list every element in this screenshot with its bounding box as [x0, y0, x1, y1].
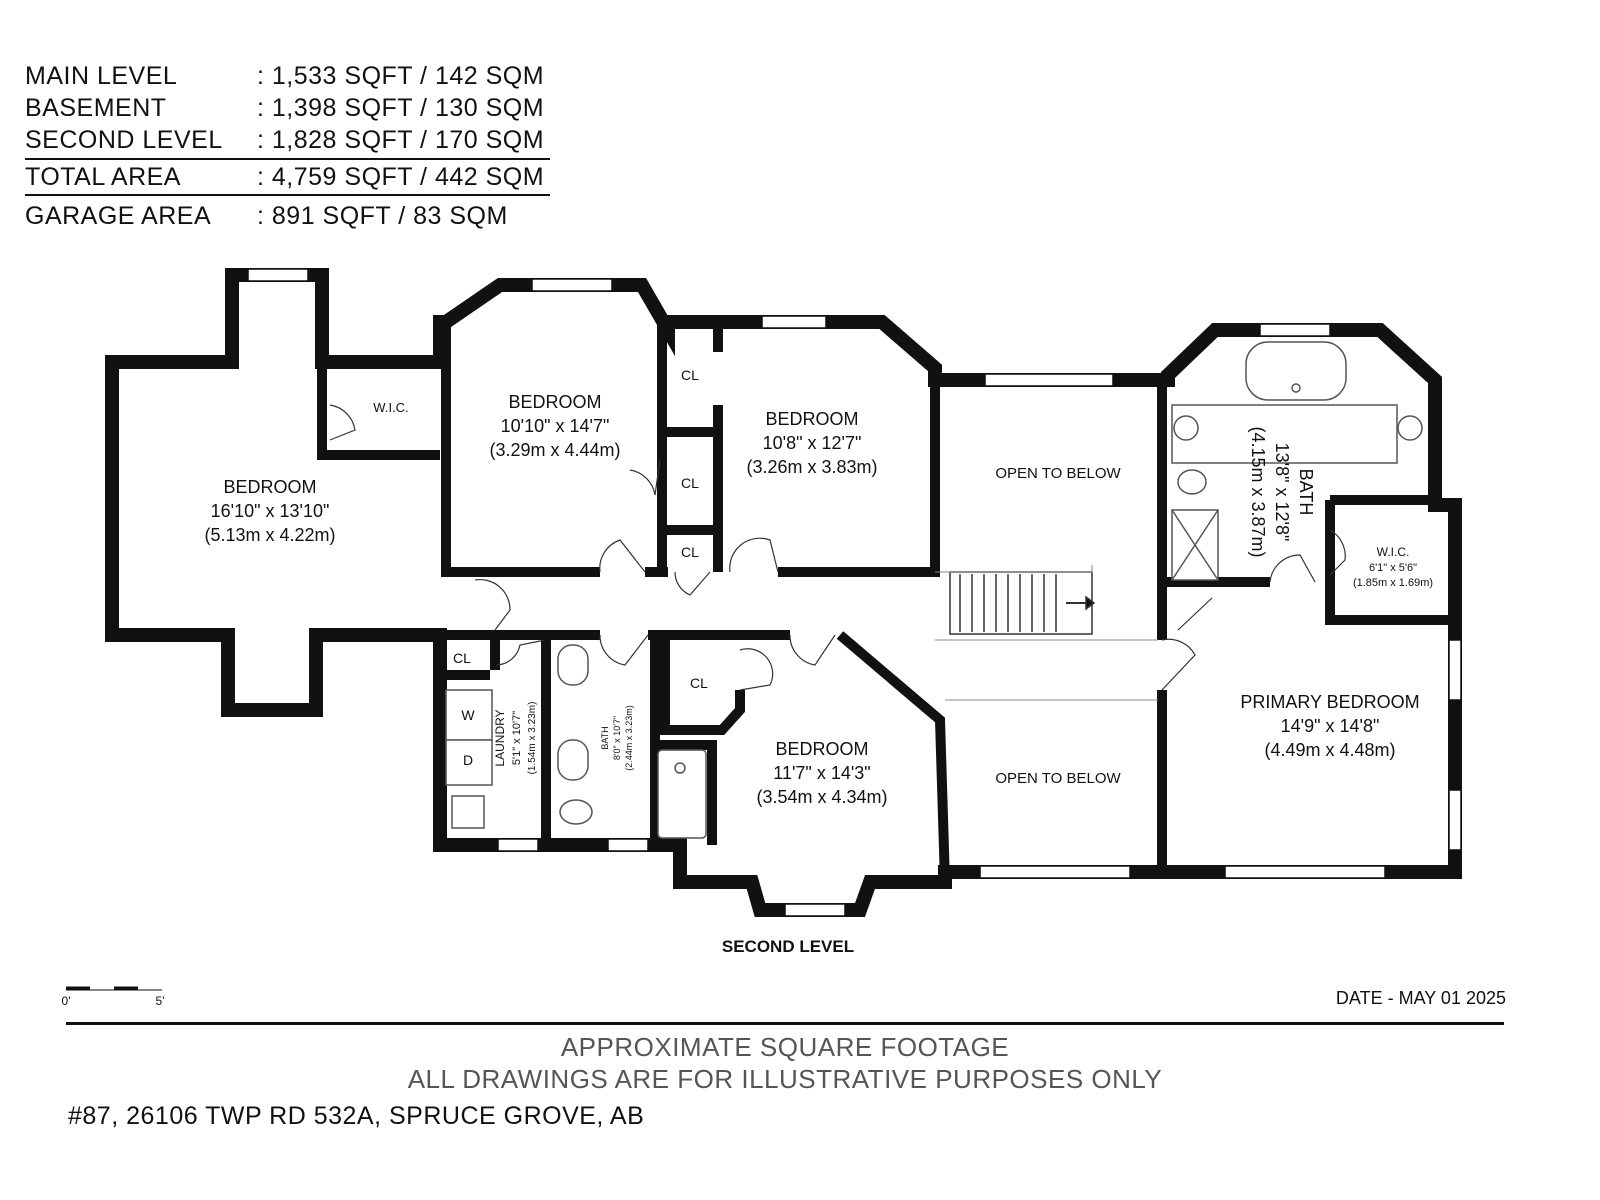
fixtures — [445, 341, 1423, 839]
wall-south-closet — [660, 635, 745, 735]
sink-icon — [1397, 415, 1423, 441]
room-name: W.I.C. — [373, 400, 408, 415]
room-dim-imperial: 5'1" x 10'7" — [511, 711, 523, 765]
area-value: : 1,533 SQFT / 142 SQM — [257, 61, 545, 90]
area-label: TOTAL AREA — [25, 162, 181, 191]
room-name: BATH — [1296, 469, 1316, 516]
room-name: PRIMARY BEDROOM — [1240, 692, 1419, 712]
wall-primary-suite — [1157, 380, 1455, 872]
area-row-total: TOTAL AREA : 4,759 SQFT / 442 SQM — [25, 158, 550, 196]
area-label: GARAGE AREA — [25, 201, 212, 230]
bathtub-icon — [657, 749, 707, 839]
scale-start-label: 0' — [62, 994, 71, 1008]
area-summary-table: MAIN LEVEL : 1,533 SQFT / 142 SQM BASEME… — [25, 60, 550, 232]
doors — [329, 404, 1346, 691]
room-name: BEDROOM — [765, 409, 858, 429]
room-dim-imperial: 10'10" x 14'7" — [501, 416, 610, 436]
closet-label: CL — [453, 650, 471, 666]
room-dim-metric: (3.29m x 4.44m) — [489, 440, 620, 460]
area-label: SECOND LEVEL — [25, 125, 223, 154]
plan-date: DATE - MAY 01 2025 — [1335, 988, 1506, 1008]
room-dim-metric: (5.13m x 4.22m) — [204, 525, 335, 545]
room-name: BATH — [600, 726, 610, 749]
room-dim-metric: (2.44m x 3.23m) — [624, 705, 634, 771]
wall-wic-west — [317, 362, 440, 460]
room-dim-imperial: 10'8" x 12'7" — [763, 433, 862, 453]
footer-divider — [66, 1022, 1504, 1025]
property-address: #87, 26106 TWP RD 532A, SPRUCE GROVE, AB — [68, 1102, 645, 1130]
level-title: SECOND LEVEL — [722, 937, 854, 956]
closet-label: CL — [690, 675, 708, 691]
closet-label: CL — [681, 367, 699, 383]
wall-laundry-bath — [440, 635, 717, 845]
room-name: LAUNDRY — [493, 709, 507, 766]
room-name: OPEN TO BELOW — [995, 770, 1121, 787]
room-labels: BEDROOM 16'10" x 13'10" (5.13m x 4.22m) … — [204, 367, 1433, 956]
closet-label: CL — [681, 475, 699, 491]
room-dim-metric: (3.54m x 4.34m) — [756, 787, 887, 807]
toilet-icon — [559, 799, 593, 825]
wall-corridor-south — [440, 630, 950, 883]
area-label: BASEMENT — [25, 93, 167, 122]
sink-icon — [557, 644, 589, 686]
closet-label: CL — [681, 544, 699, 560]
room-dim-imperial: 14'9" x 14'8" — [1281, 716, 1380, 736]
room-dim-imperial: 11'7" x 14'3" — [773, 763, 870, 783]
area-row-second: SECOND LEVEL : 1,828 SQFT / 170 SQM — [25, 124, 550, 156]
dryer-label: D — [463, 752, 473, 768]
area-label: MAIN LEVEL — [25, 61, 178, 90]
room-dim-metric: (1.54m x 3.23m) — [527, 702, 538, 775]
footer-disclaimer-line2: ALL DRAWINGS ARE FOR ILLUSTRATIVE PURPOS… — [407, 1064, 1163, 1094]
room-name: OPEN TO BELOW — [995, 465, 1121, 482]
scale-end-label: 5' — [156, 994, 165, 1008]
room-name: BEDROOM — [223, 477, 316, 497]
washer-label: W — [461, 707, 475, 723]
room-dim-imperial: 13'8" x 12'8" — [1272, 443, 1292, 542]
open-to-below-edges — [935, 565, 1158, 701]
area-value: : 1,398 SQFT / 130 SQM — [257, 93, 545, 122]
room-dim-metric: (3.26m x 3.83m) — [746, 457, 877, 477]
room-dim-imperial: 6'1" x 5'6" — [1369, 562, 1417, 574]
area-row-main: MAIN LEVEL : 1,533 SQFT / 142 SQM — [25, 60, 550, 92]
room-dim-metric: (1.85m x 1.69m) — [1353, 577, 1433, 589]
footer-disclaimer-line1: APPROXIMATE SQUARE FOOTAGE — [560, 1032, 1010, 1062]
room-dim-imperial: 16'10" x 13'10" — [211, 501, 330, 521]
bathtub-icon — [1245, 341, 1347, 401]
room-name: W.I.C. — [1377, 545, 1410, 559]
sink-icon — [1173, 415, 1199, 441]
room-dim-imperial: 8'0" x 10'7" — [612, 716, 622, 760]
room-name: BEDROOM — [508, 392, 601, 412]
area-row-basement: BASEMENT : 1,398 SQFT / 130 SQM — [25, 92, 550, 124]
area-value: : 1,828 SQFT / 170 SQM — [257, 125, 545, 154]
room-name: BEDROOM — [775, 739, 868, 759]
scale-bar: 0' 5' — [62, 986, 165, 1008]
toilet-icon — [1177, 469, 1207, 495]
dryer-icon — [445, 739, 493, 786]
sink-icon — [557, 739, 589, 781]
stairs — [949, 571, 1096, 635]
laundry-sink-icon — [451, 795, 485, 829]
room-dim-metric: (4.15m x 3.87m) — [1248, 426, 1268, 557]
wall-closets — [657, 322, 723, 572]
room-dim-metric: (4.49m x 4.48m) — [1264, 740, 1395, 760]
area-value: : 891 SQFT / 83 SQM — [257, 201, 508, 230]
windows — [247, 268, 1462, 917]
area-row-garage: GARAGE AREA : 891 SQFT / 83 SQM — [25, 200, 550, 232]
area-value: : 4,759 SQFT / 442 SQM — [257, 162, 545, 191]
